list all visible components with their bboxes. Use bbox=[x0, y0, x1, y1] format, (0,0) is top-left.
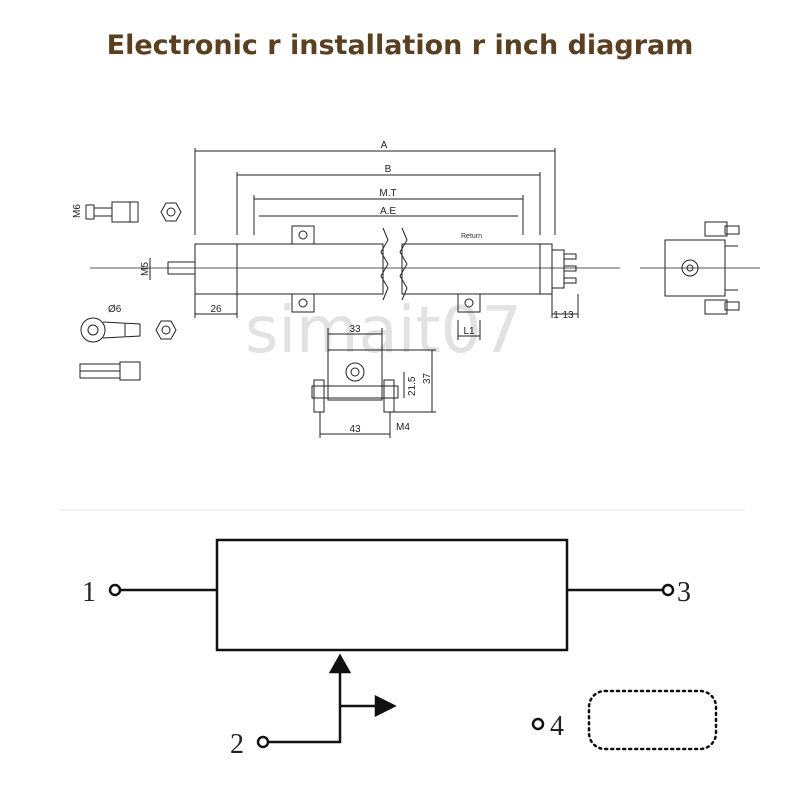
end-view-bottom-clamp bbox=[704, 299, 728, 315]
m5-label: M5 bbox=[140, 262, 151, 276]
dim-13-label: 13 bbox=[562, 310, 574, 321]
top-clamp-left-hole bbox=[298, 230, 308, 240]
m4-label: M4 bbox=[396, 422, 410, 433]
bracket-screw-right bbox=[383, 379, 395, 413]
schematic-symbol bbox=[108, 538, 718, 751]
terminal-2 bbox=[563, 265, 577, 272]
clevis-end bbox=[119, 361, 141, 381]
break-line-right bbox=[399, 227, 408, 301]
shaft bbox=[167, 261, 196, 275]
dim-a-label: A bbox=[381, 140, 388, 151]
m6-stud-body bbox=[111, 201, 139, 223]
wiper-arrow bbox=[328, 653, 352, 674]
bottom-clamp-right bbox=[457, 293, 481, 313]
m6-stud-head bbox=[85, 204, 95, 220]
mechanical-drawing bbox=[79, 148, 760, 438]
end-view-body bbox=[664, 239, 726, 297]
diagram-title: Electronic r installation r inch diagram bbox=[106, 30, 694, 61]
rod-end-eye-hole bbox=[87, 324, 99, 336]
dim-mt-label: M.T bbox=[379, 188, 396, 199]
wiper-lead bbox=[268, 668, 342, 744]
watermark: simait07 bbox=[245, 294, 522, 368]
top-clamp-left bbox=[291, 225, 315, 245]
m6-label: M6 bbox=[72, 204, 83, 218]
end-cap bbox=[551, 249, 565, 289]
dim-43-label: 43 bbox=[349, 424, 361, 435]
terminal-1 bbox=[563, 253, 577, 260]
dim-ae-label: A.E bbox=[380, 206, 396, 217]
body-left bbox=[194, 243, 384, 295]
pin1-label: 1 bbox=[82, 577, 96, 608]
bracket-base bbox=[311, 385, 399, 399]
m6-stud-thread bbox=[93, 207, 113, 217]
hex-nut-top-hole bbox=[166, 207, 176, 217]
end-view-top-clamp bbox=[704, 221, 728, 237]
end-view-hole-outer bbox=[681, 259, 699, 277]
dim-l1-label: L1 bbox=[463, 326, 475, 337]
bottom-clamp-left-hole bbox=[298, 298, 308, 308]
dim-b-label: B bbox=[385, 164, 392, 175]
pin4-dotted-box bbox=[587, 689, 718, 751]
bottom-clamp-right-hole bbox=[464, 298, 474, 308]
end-view-bottom-screw bbox=[724, 301, 740, 311]
terminal-3 bbox=[563, 277, 577, 284]
bracket-screw-left bbox=[313, 379, 325, 413]
phi6-label: Ø6 bbox=[108, 304, 122, 315]
bracket-hole-inner bbox=[350, 367, 360, 377]
dim-37-label: 37 bbox=[422, 372, 433, 384]
body-right bbox=[401, 243, 553, 295]
pin3-terminal bbox=[661, 583, 675, 597]
pin4-label: 4 bbox=[550, 711, 564, 742]
bracket-hole-outer bbox=[345, 362, 365, 382]
bottom-clamp-left bbox=[291, 293, 315, 313]
pin2-label: 2 bbox=[230, 729, 244, 760]
end-view-hole-inner bbox=[686, 264, 694, 272]
return-label: Return bbox=[461, 233, 482, 240]
dim-1-label: 1 bbox=[553, 310, 559, 321]
dim-33-label: 33 bbox=[349, 324, 361, 335]
pin1-terminal bbox=[108, 583, 122, 597]
dim-26-label: 26 bbox=[210, 304, 222, 315]
end-view-top-screw bbox=[724, 225, 740, 235]
bracket-body bbox=[327, 349, 383, 401]
pin3-label: 3 bbox=[677, 577, 691, 608]
resistor-body bbox=[215, 538, 569, 652]
rod-end-eye bbox=[80, 317, 106, 343]
wiper-direction-arrow bbox=[374, 694, 397, 718]
break-line-left bbox=[380, 227, 389, 301]
hex-nut-top bbox=[160, 202, 182, 222]
hex-nut-bottom bbox=[155, 320, 177, 340]
pin2-terminal bbox=[256, 735, 270, 749]
hex-nut-bottom-hole bbox=[161, 325, 171, 335]
pin4-terminal bbox=[531, 717, 545, 731]
dim-21-5-label: 21.5 bbox=[407, 376, 418, 396]
rod-end-shank bbox=[102, 321, 141, 339]
